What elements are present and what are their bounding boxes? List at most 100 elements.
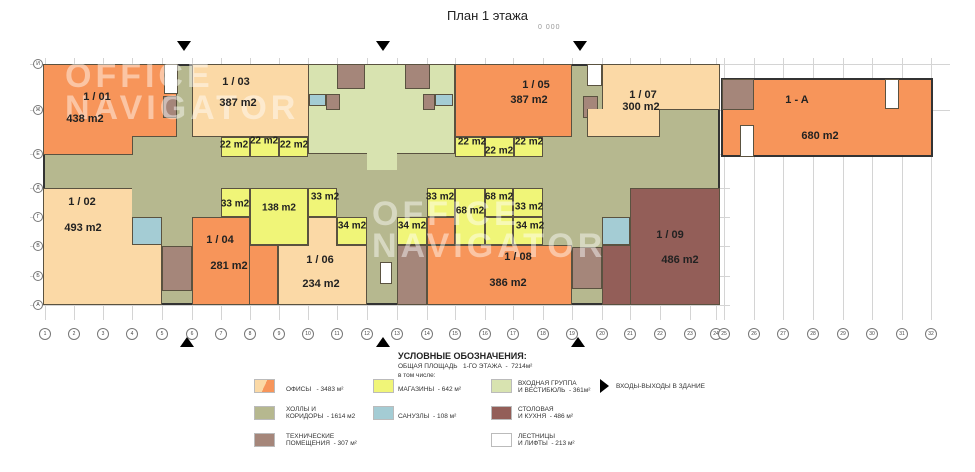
shop-33d[interactable]: [513, 188, 543, 217]
legend-label: САНУЗЛЫ - 108 м²: [398, 413, 457, 420]
toilet: [602, 217, 630, 245]
row-label: Д: [33, 183, 43, 193]
shop-68a[interactable]: [455, 188, 485, 245]
room-label: 1 / 05: [522, 79, 550, 91]
legend-swatch-entrance: [491, 379, 512, 393]
shop-138[interactable]: [250, 188, 308, 245]
scale-note: 0 000: [538, 24, 561, 31]
axis-label: 19: [566, 328, 578, 340]
grid-line: [931, 58, 932, 320]
stairs: [740, 125, 754, 157]
axis-label: 8: [244, 328, 256, 340]
shop-34a[interactable]: [337, 217, 367, 245]
shop-label: 68 m2: [455, 205, 485, 217]
legend-swatch-stairs: [491, 433, 512, 447]
room-area: 281 m2: [210, 260, 248, 272]
axis-label: 21: [624, 328, 636, 340]
room-1-05[interactable]: [455, 64, 572, 137]
legend-swatch-halls: [254, 406, 275, 420]
technical-room: [326, 94, 340, 110]
technical-room: [337, 64, 365, 89]
stairs: [380, 262, 392, 284]
room-1-09[interactable]: [630, 188, 720, 305]
entrance-arrow-icon: [376, 337, 390, 347]
shop-label: 33 m2: [514, 201, 544, 213]
shop-34b[interactable]: [397, 217, 427, 245]
grid-line: [724, 58, 725, 320]
shop-33a[interactable]: [221, 188, 250, 217]
row-label: А: [33, 300, 43, 310]
row-label: И: [33, 59, 43, 69]
shop-33c[interactable]: [427, 188, 455, 217]
shop-22f[interactable]: [514, 137, 543, 157]
room-label: 1 / 07: [629, 89, 657, 101]
stairs: [164, 64, 178, 94]
technical-room: [162, 246, 192, 291]
entrance-arrow-icon: [376, 41, 390, 51]
shop-68b[interactable]: [485, 188, 513, 217]
stairs: [885, 79, 899, 109]
axis-label: 14: [421, 328, 433, 340]
legend-swatch-canteen: [491, 406, 512, 420]
axis-label: 10: [302, 328, 314, 340]
axis-label: 30: [866, 328, 878, 340]
shop-22d[interactable]: [455, 137, 485, 157]
shop-34c[interactable]: [513, 217, 543, 245]
room-1-06-part: [308, 217, 337, 246]
axis-label: 2: [68, 328, 80, 340]
room-1-08[interactable]: [427, 245, 572, 305]
technical-room: [163, 96, 177, 118]
room-area: 386 m2: [489, 277, 527, 289]
plan-title: План 1 этажа: [446, 8, 529, 23]
room-area: 387 m2: [219, 97, 257, 109]
row-label: Ж: [33, 105, 43, 115]
axis-label: 18: [537, 328, 549, 340]
axis-label: 6: [186, 328, 198, 340]
entrance-arrow-icon: [180, 337, 194, 347]
shop-22b[interactable]: [250, 137, 279, 157]
grid-line: [872, 58, 873, 320]
room-1-01-part: [43, 136, 133, 155]
legend-total: ОБЩАЯ ПЛОЩАДЬ 1-ГО ЭТАЖА - 7214м²: [398, 363, 533, 370]
entrance-arrow-icon: [571, 337, 585, 347]
room-label: 1 / 03: [222, 76, 250, 88]
corridor-nook: [132, 188, 162, 217]
axis-label: 23: [684, 328, 696, 340]
legend-swatch-toilets: [373, 406, 394, 420]
axis-label: 4: [126, 328, 138, 340]
stairs: [587, 64, 602, 86]
room-1-04[interactable]: [192, 217, 250, 305]
shop-22a[interactable]: [221, 137, 250, 157]
axis-label: 25: [718, 328, 730, 340]
legend-swatch-shops: [373, 379, 394, 393]
legend-label: ВХОДНАЯ ГРУППА И ВЕСТИБЮЛЬ - 361м²: [518, 380, 591, 394]
axis-label: 11: [331, 328, 343, 340]
grid-line: [813, 58, 814, 320]
room-1-07[interactable]: [602, 64, 720, 110]
room-area: 680 m2: [801, 130, 839, 142]
axis-label: 20: [596, 328, 608, 340]
room-label: 1 - A: [785, 94, 809, 106]
technical-room: [397, 245, 427, 305]
axis-label: 27: [777, 328, 789, 340]
axis-label: 7: [215, 328, 227, 340]
shop-22c[interactable]: [279, 137, 308, 157]
room-area: 486 m2: [661, 254, 699, 266]
shop-label: 22 m2: [457, 136, 487, 148]
shop-33b[interactable]: [308, 188, 337, 217]
row-label: Г: [33, 212, 43, 222]
axis-label: 3: [97, 328, 109, 340]
shop-22e[interactable]: [485, 137, 514, 157]
legend-label: ХОЛЛЫ И КОРИДОРЫ - 1614 м2: [286, 406, 356, 420]
room-label: 1 / 04: [206, 234, 234, 246]
stair-shop: [427, 217, 455, 245]
legend-label: ВХОДЫ-ВЫХОДЫ В ЗДАНИЕ: [616, 383, 705, 390]
axis-label: 9: [273, 328, 285, 340]
room-1-07-part: [587, 109, 660, 137]
legend-label: МАГАЗИНЫ - 642 м²: [398, 386, 462, 393]
shop-label: 22 m2: [279, 139, 309, 151]
entrance-arrow-icon: [600, 379, 609, 393]
shop-label: 34 m2: [397, 220, 427, 232]
